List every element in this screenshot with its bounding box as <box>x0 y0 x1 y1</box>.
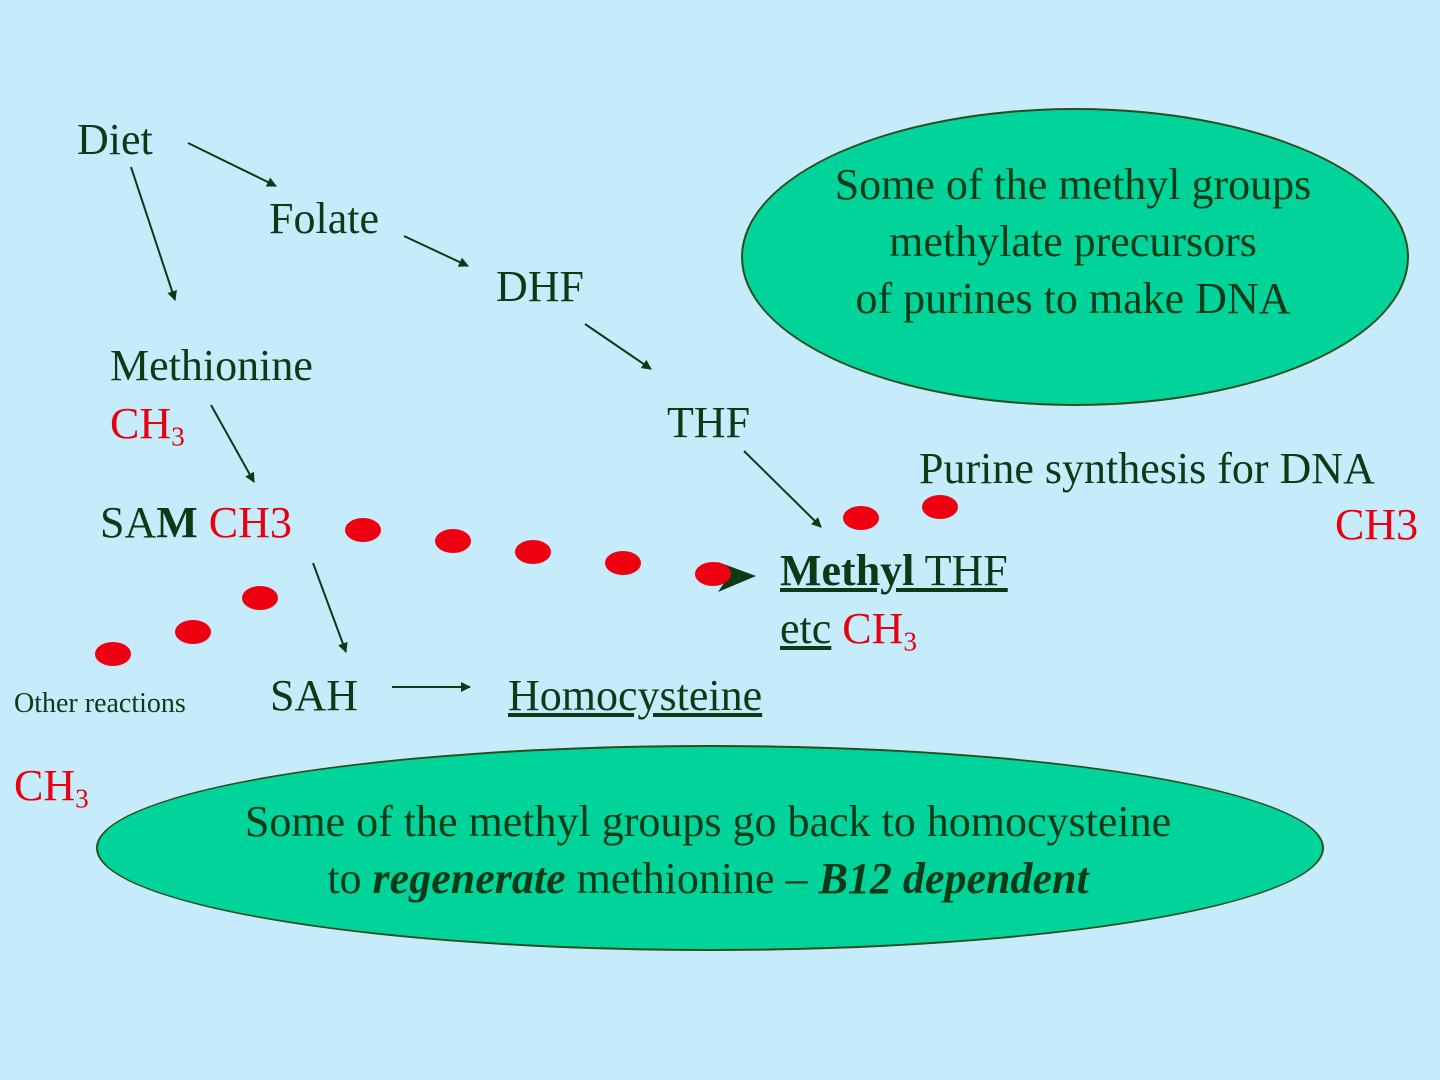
ch3-subscript: 3 <box>903 626 918 657</box>
ch3-text: CH <box>842 604 904 653</box>
methyl-thf-label: Methyl THF <box>780 549 1008 593</box>
methyl-dot <box>605 551 641 575</box>
oval-line: of purines to make DNA <box>855 274 1291 323</box>
arrow-folate-dhf <box>403 235 469 267</box>
arrow-methionine-sam <box>210 404 255 483</box>
purine-methylation-oval <box>741 108 1409 406</box>
sam-ch3: CH3 <box>208 498 292 547</box>
regeneration-text: Some of the methyl groups go back to hom… <box>96 793 1320 907</box>
dhf-label: DHF <box>496 262 585 311</box>
methyl-dot <box>345 518 381 542</box>
sam-bold: M <box>156 498 198 547</box>
ch3-text: CH <box>14 761 76 810</box>
methyl-dot <box>922 495 958 519</box>
thf-label: THF <box>667 398 751 447</box>
arrow-diet-methionine <box>130 166 177 301</box>
oval-line: Some of the methyl groups <box>834 160 1312 209</box>
oval-line: to regenerate methionine – B12 dependent <box>96 850 1320 907</box>
folate-label: Folate <box>269 194 379 243</box>
arrow-thf-methylthf <box>743 450 822 528</box>
methyl-dot <box>175 620 211 644</box>
diet-label: Diet <box>77 115 153 164</box>
etc-ch3: CH3 <box>842 604 917 656</box>
sam-prefix: SA <box>100 498 157 547</box>
methyl-thf-rest: THF <box>914 546 1008 595</box>
arrow-dhf-thf <box>584 323 652 370</box>
oval-line: methylate precursors <box>889 217 1257 266</box>
homocysteine-label: Homocysteine <box>508 671 763 720</box>
methyl-dot <box>95 642 131 666</box>
etc-text: etc <box>780 604 832 653</box>
b12-emphasis: B12 dependent <box>818 854 1089 903</box>
arrow-sam-sah <box>312 562 348 653</box>
oval-line-part: methionine – <box>565 854 819 903</box>
ch3-text: CH <box>110 399 172 448</box>
oval-line-part: to <box>327 854 373 903</box>
methyl-dot <box>843 506 879 530</box>
arrow-diet-folate <box>187 142 277 187</box>
other-reactions-label: Other reactions <box>14 688 186 719</box>
purine-synthesis-label: Purine synthesis for DNA <box>919 444 1375 493</box>
ch3-subscript: 3 <box>75 783 89 814</box>
oval-line: Some of the methyl groups go back to hom… <box>244 797 1172 846</box>
etc-label: etc CH3 <box>780 604 917 656</box>
sah-label: SAH <box>270 671 359 720</box>
purine-ch3: CH3 <box>1335 500 1419 549</box>
methyl-dot <box>435 529 471 553</box>
methyl-dot <box>695 562 731 586</box>
methionine-ch3: CH3 <box>110 399 185 451</box>
ch3-subscript: 3 <box>171 421 185 452</box>
methionine-label: Methionine <box>110 341 313 390</box>
sam-label: SAM CH3 <box>100 501 292 545</box>
methyl-bold: Methyl <box>780 546 915 595</box>
methyl-dot <box>242 586 278 610</box>
purine-methylation-text: Some of the methyl groups methylate prec… <box>741 156 1405 327</box>
methyl-dot <box>515 540 551 564</box>
regeneration-oval <box>96 745 1324 951</box>
regenerate-emphasis: regenerate <box>372 854 566 903</box>
other-ch3: CH3 <box>14 761 89 813</box>
